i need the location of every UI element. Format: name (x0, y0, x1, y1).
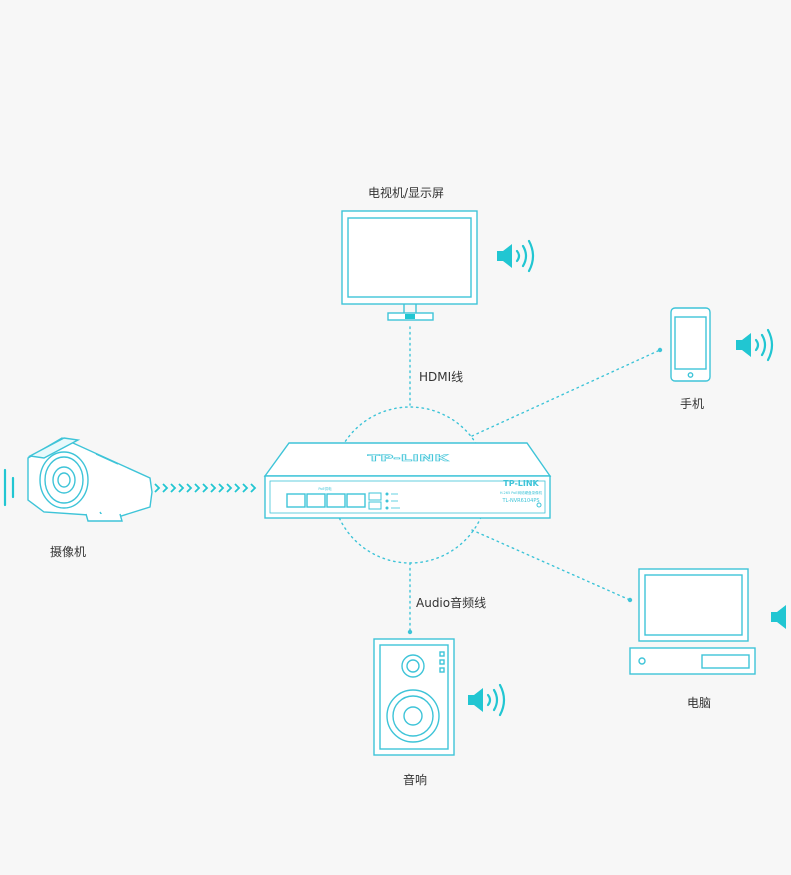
computer-line-dot (627, 597, 633, 603)
nvr-device-icon (263, 442, 552, 519)
sound-wave-icon (771, 605, 786, 629)
camera-label: 摄像机 (50, 545, 87, 559)
nvr-model: TL-NVR6104PS (501, 498, 539, 504)
nvr-front-brand: TP-LINK (503, 479, 539, 488)
sound-wave-icon (736, 328, 774, 362)
speaker-line-dot (407, 629, 413, 635)
camera-icon (27, 437, 153, 522)
tv-label: 电视机/显示屏 (368, 186, 445, 200)
phone-line-dot (657, 347, 663, 353)
phone-label: 手机 (680, 397, 705, 411)
speaker-icon (373, 638, 455, 756)
phone-icon (670, 307, 711, 382)
computer-icon (629, 568, 756, 675)
computer-label: 电脑 (687, 696, 712, 710)
sound-wave-icon (468, 683, 506, 717)
nvr-top-brand: TP-LINK (368, 454, 450, 463)
nvr-port-label: PoE供电 (318, 486, 332, 491)
camera-data-arrows (154, 483, 257, 493)
sound-wave-icon (497, 239, 535, 273)
phone-line (471, 349, 661, 437)
speaker-label: 音响 (403, 773, 428, 787)
connection-lines (409, 326, 661, 633)
sound-wave-icon (3, 468, 15, 507)
nvr-subtitle: H.265 PoE网络硬盘录像机 (500, 490, 543, 495)
tv-icon (341, 210, 478, 321)
hdmi-label: HDMI线 (419, 370, 464, 384)
computer-line (471, 529, 631, 601)
audio-label: Audio音频线 (416, 596, 487, 610)
